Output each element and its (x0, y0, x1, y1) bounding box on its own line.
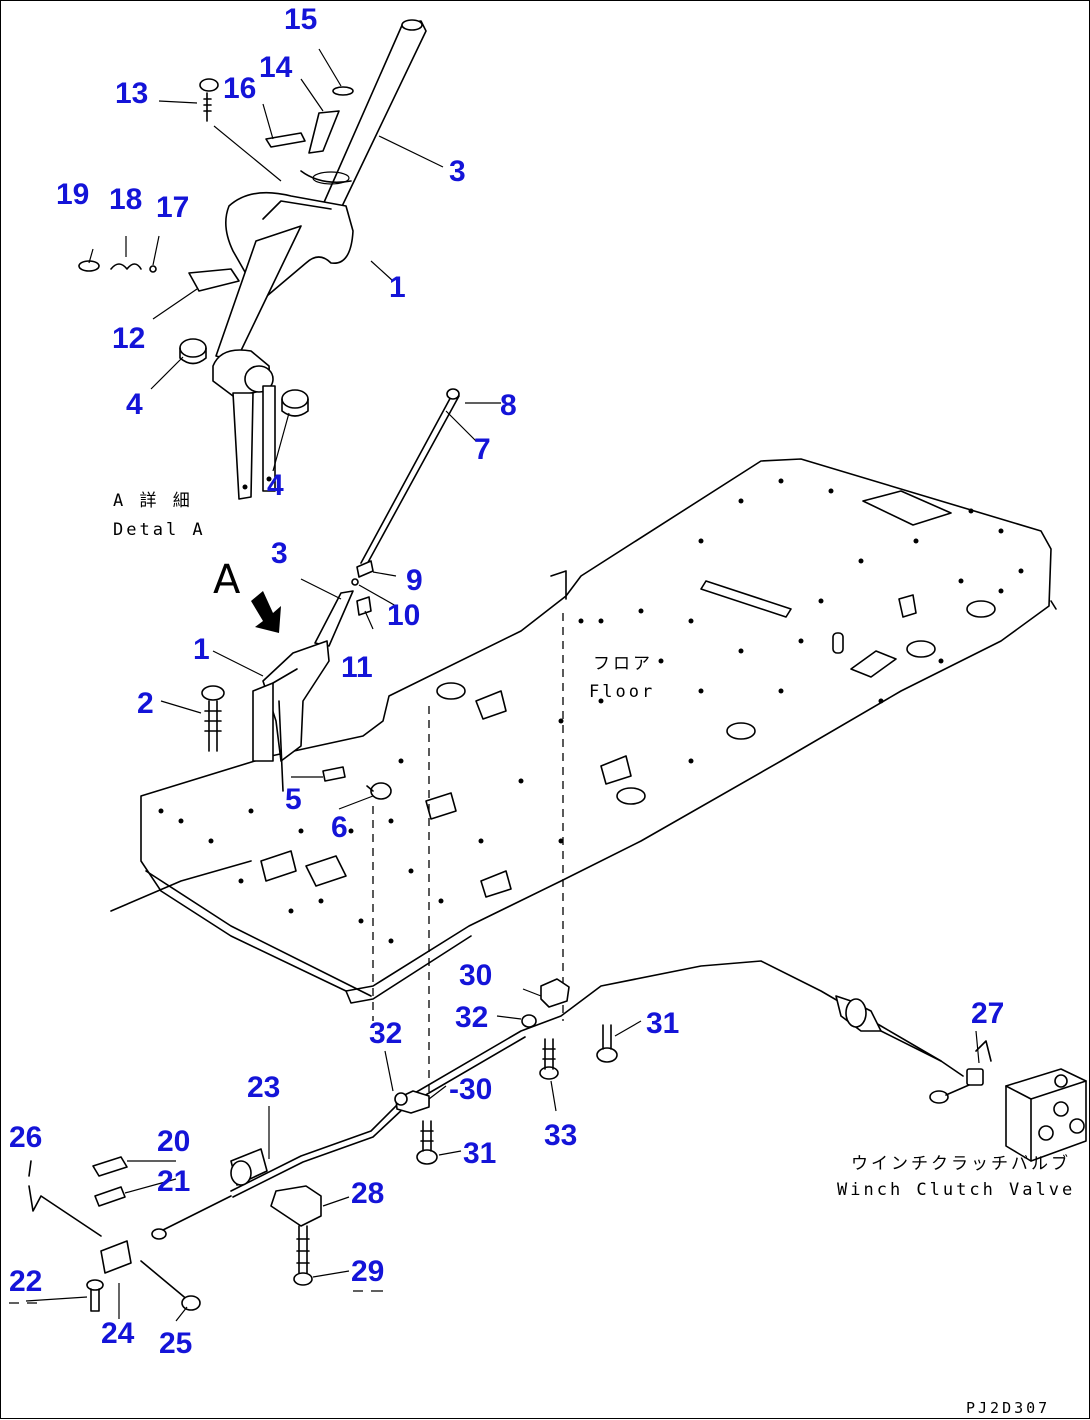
callout-18: 18 (109, 183, 142, 216)
main-lever-assembly (160, 388, 501, 810)
callout-28: 28 (351, 1177, 384, 1210)
assembly-guide-lines (372, 613, 564, 1111)
part-32 (521, 1014, 537, 1028)
bolt-part-6 (366, 782, 392, 800)
callout-23: 23 (247, 1071, 280, 1104)
callout-16: 16 (223, 72, 256, 105)
part-callouts: 15 14 13 16 3 19 18 17 1 12 4 4 8 7 3 9 … (9, 3, 1004, 1360)
clevis-part-21 (94, 1186, 126, 1207)
pin-part-25 (140, 1260, 201, 1311)
callout-3: 3 (449, 155, 466, 188)
bushing-part-4b (281, 389, 309, 417)
cable-assembly (25, 960, 1087, 1322)
floor-plate (110, 458, 1057, 1004)
callout-2: 2 (137, 687, 154, 720)
callout-17: 17 (156, 191, 189, 224)
callout-27: 27 (971, 997, 1004, 1030)
detail-a-lever-assembly (78, 19, 444, 500)
callout-6: 6 (331, 811, 348, 844)
callout-4b: 4 (267, 469, 284, 502)
clevis-part-20 (92, 1156, 128, 1177)
part-24 (100, 1240, 132, 1274)
callout-10: 10 (387, 599, 420, 632)
part-32b (394, 1092, 408, 1106)
part-5 (322, 766, 346, 782)
knob-part-8 (446, 388, 460, 400)
valve-label-en: Winch Clutch Valve (837, 1180, 1075, 1200)
part-14 (308, 110, 340, 154)
bolt-part-13 (199, 78, 219, 122)
callout-31b: 31 (463, 1137, 496, 1170)
detail-a-label-jp: A 詳 細 (113, 491, 193, 511)
callout-3b: 3 (271, 537, 288, 570)
callout-25: 25 (159, 1327, 192, 1360)
callout-12: 12 (112, 322, 145, 355)
floor-label-en: Floor (589, 682, 655, 702)
underline-marks (9, 1290, 383, 1304)
callout-32b: 32 (369, 1017, 402, 1050)
callout-31: 31 (646, 1007, 679, 1040)
callout-1: 1 (389, 271, 406, 304)
clamp-part-30b (540, 978, 570, 1008)
callout-1b: 1 (193, 633, 210, 666)
bracket-part-1-floor (262, 640, 330, 762)
callout-11: 11 (341, 651, 373, 684)
cable-part-23 (230, 960, 964, 1192)
floor-holes (158, 478, 1024, 944)
callout-32: 32 (455, 1001, 488, 1034)
part-10 (351, 578, 359, 586)
view-arrow-icon (251, 591, 281, 633)
callout-13: 13 (115, 77, 148, 110)
callout-33: 33 (544, 1119, 577, 1152)
part-16 (265, 132, 306, 148)
washer-part-17 (149, 265, 157, 273)
callout-30: 30 (459, 959, 492, 992)
callout-29: 29 (351, 1255, 384, 1288)
bolt-part-2 (201, 685, 225, 752)
text-labels: A 詳 細 Detal A A フロア Floor ウインチクラッチバルブ Wi… (113, 491, 1075, 1417)
callout-20: 20 (157, 1125, 190, 1158)
part-9 (356, 560, 374, 578)
bolt-part-33 (539, 1038, 559, 1080)
detail-a-label-en: Detal A (113, 520, 206, 540)
callout-4: 4 (126, 388, 143, 421)
view-marker: A (213, 557, 241, 603)
callout-22: 22 (9, 1265, 42, 1298)
callout-5: 5 (285, 783, 302, 816)
part-15 (332, 86, 354, 96)
callout-14: 14 (259, 51, 293, 84)
drawing-code: PJ2D307 (966, 1399, 1050, 1417)
bolt-part-31b (596, 1024, 618, 1063)
spring-part-18 (110, 263, 142, 270)
rod-part-7 (360, 392, 460, 567)
plate-part-12 (188, 268, 240, 292)
callout-24: 24 (101, 1317, 135, 1350)
part-27 (966, 1068, 984, 1086)
bolt-part-29 (293, 1225, 313, 1286)
part-11 (356, 596, 372, 616)
bolt-part-31 (416, 1120, 438, 1165)
bolt-part-22 (86, 1279, 104, 1312)
valve-label-jp: ウインチクラッチバルブ (851, 1153, 1071, 1174)
winch-clutch-valve (1005, 1068, 1087, 1162)
callout-21: 21 (157, 1165, 190, 1198)
callout-30b: -30 (449, 1073, 492, 1106)
clamp-part-28 (270, 1185, 322, 1227)
callout-26: 26 (9, 1121, 42, 1154)
bushing-part-4 (179, 338, 207, 365)
callout-8: 8 (500, 389, 517, 422)
callout-9: 9 (406, 564, 423, 597)
callout-7: 7 (474, 433, 491, 466)
callout-19: 19 (56, 178, 89, 211)
floor-label-jp: フロア (593, 654, 653, 674)
callout-15: 15 (284, 3, 317, 36)
